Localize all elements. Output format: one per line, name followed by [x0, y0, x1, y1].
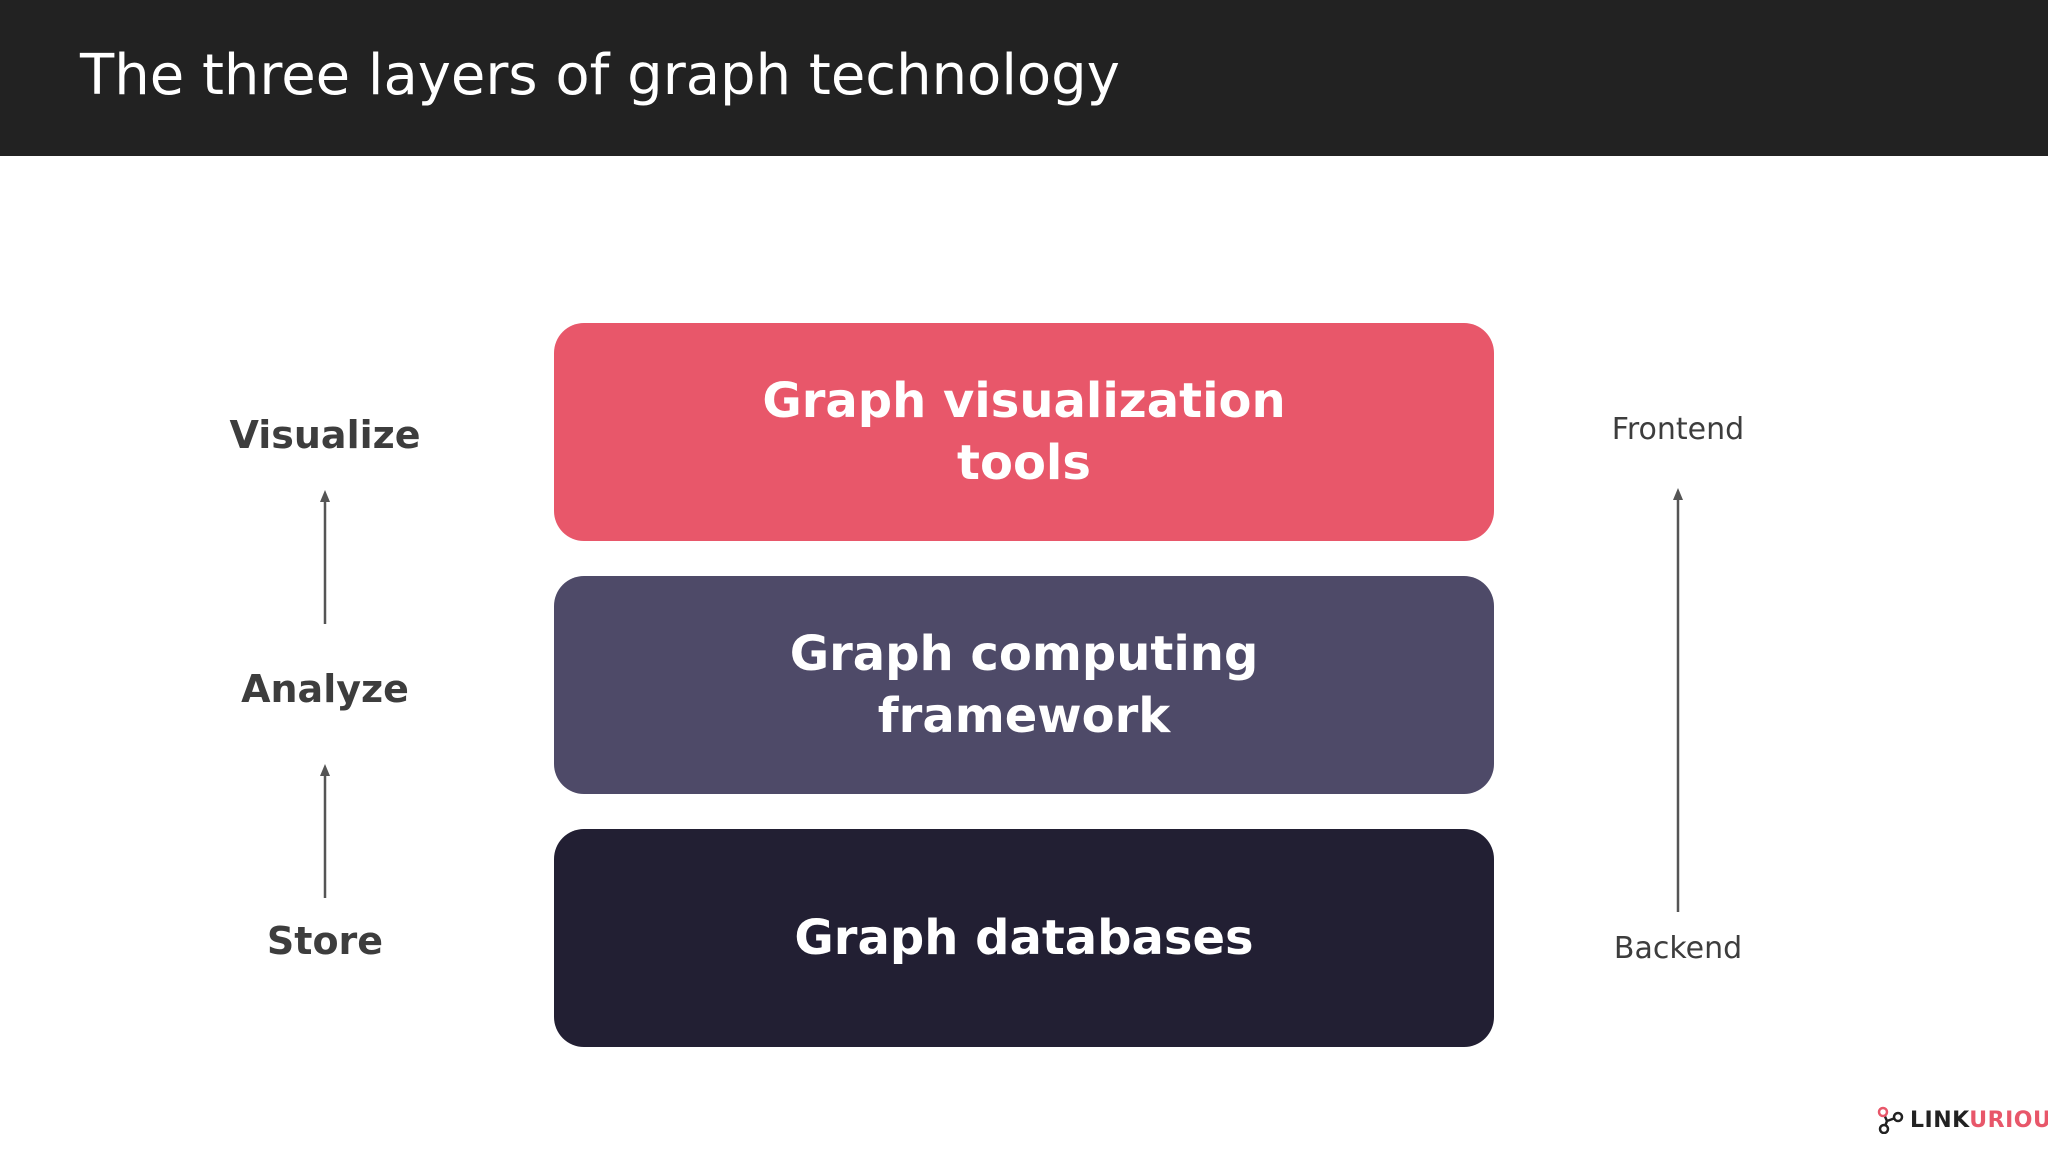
stage-label-analyze: Analyze [241, 667, 409, 711]
stage-label-store: Store [266, 919, 384, 963]
stage-label-visualize: Visualize [229, 413, 421, 457]
side-label-frontend: Frontend [1611, 412, 1745, 447]
layer-graph-visualization-tools: Graph visualization tools [554, 323, 1494, 541]
arrow-backend-to-frontend [1673, 488, 1683, 912]
title-bar: The three layers of graph technology [0, 0, 2048, 156]
layer-label: Graph databases [794, 910, 1254, 966]
layer-graph-computing-framework: Graph computing framework [554, 576, 1494, 794]
side-label-backend: Backend [1613, 931, 1743, 966]
arrow-analyze-to-visualize [320, 490, 330, 624]
linkurious-logo: LINKURIOUS [1876, 1104, 2048, 1136]
graph-nodes-icon [1877, 1106, 1904, 1134]
logo-wordmark-part1: LINK [1910, 1107, 1970, 1133]
slide-title: The three layers of graph technology [80, 43, 1120, 108]
logo-wordmark-part2: URIOUS [1969, 1107, 2048, 1133]
layer-label: Graph computing framework [789, 626, 1259, 744]
arrow-store-to-analyze [320, 764, 330, 898]
logo-wordmark: LINKURIOUS [1910, 1108, 2048, 1133]
layer-graph-databases: Graph databases [554, 829, 1494, 1047]
layer-label: Graph visualization tools [762, 373, 1286, 491]
